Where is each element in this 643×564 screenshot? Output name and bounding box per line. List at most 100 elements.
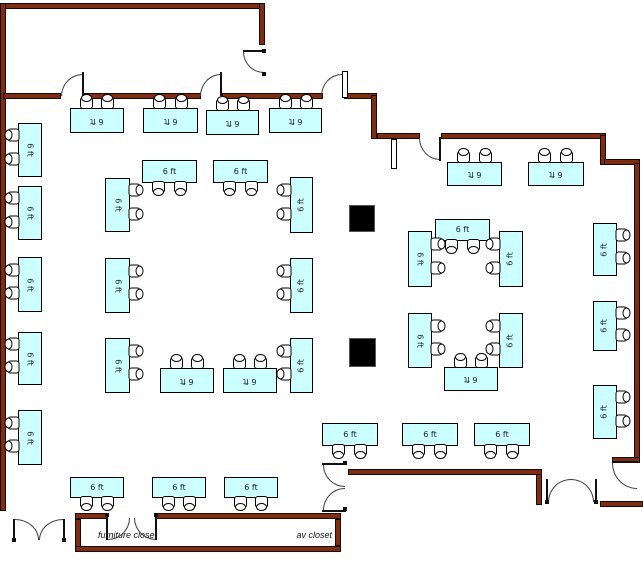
chair: [80, 496, 93, 508]
chair: [101, 496, 114, 508]
chair: [615, 414, 628, 428]
wall: [634, 163, 640, 459]
table-6ft: 6 ft: [408, 231, 432, 287]
table-label: 6 ft: [90, 482, 104, 492]
door-leaf: [82, 72, 84, 96]
table-label: 6 ft: [599, 242, 609, 257]
door-leaf: [546, 479, 548, 504]
table-6ft: 6 ft: [593, 385, 617, 439]
av-closet-label: av closet: [296, 530, 332, 540]
table-label: 6 ft: [25, 430, 35, 445]
chair: [412, 444, 425, 456]
door-swing-arc: [61, 74, 83, 96]
wall: [600, 135, 606, 165]
chair: [484, 444, 497, 456]
door-leaf: [595, 479, 597, 504]
table-label: 6 ft: [296, 358, 306, 373]
table-6ft: 6 ft: [143, 108, 198, 133]
column-pillar: [349, 205, 375, 232]
wall: [156, 513, 341, 519]
door-leaf: [63, 519, 65, 542]
table-6ft: 6 ft: [18, 186, 42, 240]
wall: [371, 95, 377, 139]
table-6ft: 6 ft: [474, 423, 530, 446]
table-6ft: 6 ft: [105, 258, 130, 313]
table-6ft: 6 ft: [269, 108, 322, 133]
table-label: 6 ft: [296, 278, 306, 293]
table-6ft: 6 ft: [70, 108, 124, 133]
table-6ft: 6 ft: [499, 231, 523, 287]
chair: [7, 416, 20, 430]
table-label: 6 ft: [113, 358, 123, 373]
door-hinge: [343, 461, 347, 465]
door-hinge: [343, 507, 347, 511]
door-hinge: [12, 538, 16, 542]
table-label: 6 ft: [244, 482, 258, 492]
table-label: 6 ft: [296, 198, 306, 212]
table-6ft: 6 ft: [152, 477, 206, 498]
table-label: 6 ft: [90, 116, 104, 126]
door-swing-arc: [612, 463, 637, 489]
chair: [467, 239, 480, 251]
chair: [254, 354, 267, 369]
chair: [162, 496, 175, 508]
door-hinge: [262, 72, 266, 76]
table-label: 6 ft: [467, 170, 482, 179]
table-label: 6 ft: [233, 166, 248, 176]
table-6ft: 6 ft: [408, 313, 432, 368]
chair: [80, 94, 93, 109]
chair: [279, 344, 292, 358]
table-6ft: 6 ft: [160, 368, 214, 393]
table-label: 6 ft: [162, 166, 177, 176]
table-label: 6 ft: [464, 375, 478, 384]
chair: [128, 287, 141, 301]
door-leaf: [13, 519, 15, 542]
wall: [335, 519, 341, 546]
door-swing-arc: [39, 519, 63, 540]
chair: [128, 344, 141, 358]
table-label: 6 ft: [505, 333, 515, 348]
chair: [454, 353, 467, 368]
chair: [128, 264, 141, 278]
table-label: 6 ft: [25, 277, 35, 292]
door-hinge: [545, 500, 549, 504]
table-label: 6 ft: [599, 319, 609, 333]
table-label: 6 ft: [163, 116, 178, 126]
table-label: 6 ft: [455, 225, 470, 234]
table-6ft: 6 ft: [593, 223, 617, 276]
chair: [233, 354, 246, 369]
table-label: 6 ft: [113, 198, 123, 212]
chair: [615, 228, 628, 242]
door-leaf: [106, 515, 108, 540]
table-6ft: 6 ft: [224, 477, 278, 498]
chair: [434, 444, 447, 456]
chair: [183, 496, 196, 508]
chair: [488, 342, 501, 356]
chair: [279, 287, 292, 301]
door-swing-arc: [419, 138, 440, 160]
chair: [175, 94, 188, 109]
door-hinge: [262, 49, 266, 53]
chair: [7, 439, 20, 453]
table-6ft: 6 ft: [105, 178, 130, 232]
table-6ft: 6 ft: [290, 338, 313, 393]
chair: [560, 148, 573, 163]
chair: [223, 181, 236, 193]
chair: [430, 342, 443, 356]
table-label: 6 ft: [505, 252, 515, 266]
door-hinge: [105, 513, 109, 517]
door-leaf: [155, 515, 157, 540]
chair: [152, 181, 165, 193]
chair: [279, 264, 292, 278]
chair: [430, 237, 443, 251]
chair: [445, 239, 458, 251]
table-6ft: 6 ft: [105, 338, 130, 393]
chair: [457, 148, 470, 163]
wall: [3, 93, 61, 99]
table-label: 6 ft: [113, 278, 123, 293]
door-swing-arc: [571, 479, 594, 502]
chair: [237, 96, 250, 111]
chair: [615, 390, 628, 404]
door-leaf: [322, 510, 346, 512]
chair: [153, 94, 166, 109]
